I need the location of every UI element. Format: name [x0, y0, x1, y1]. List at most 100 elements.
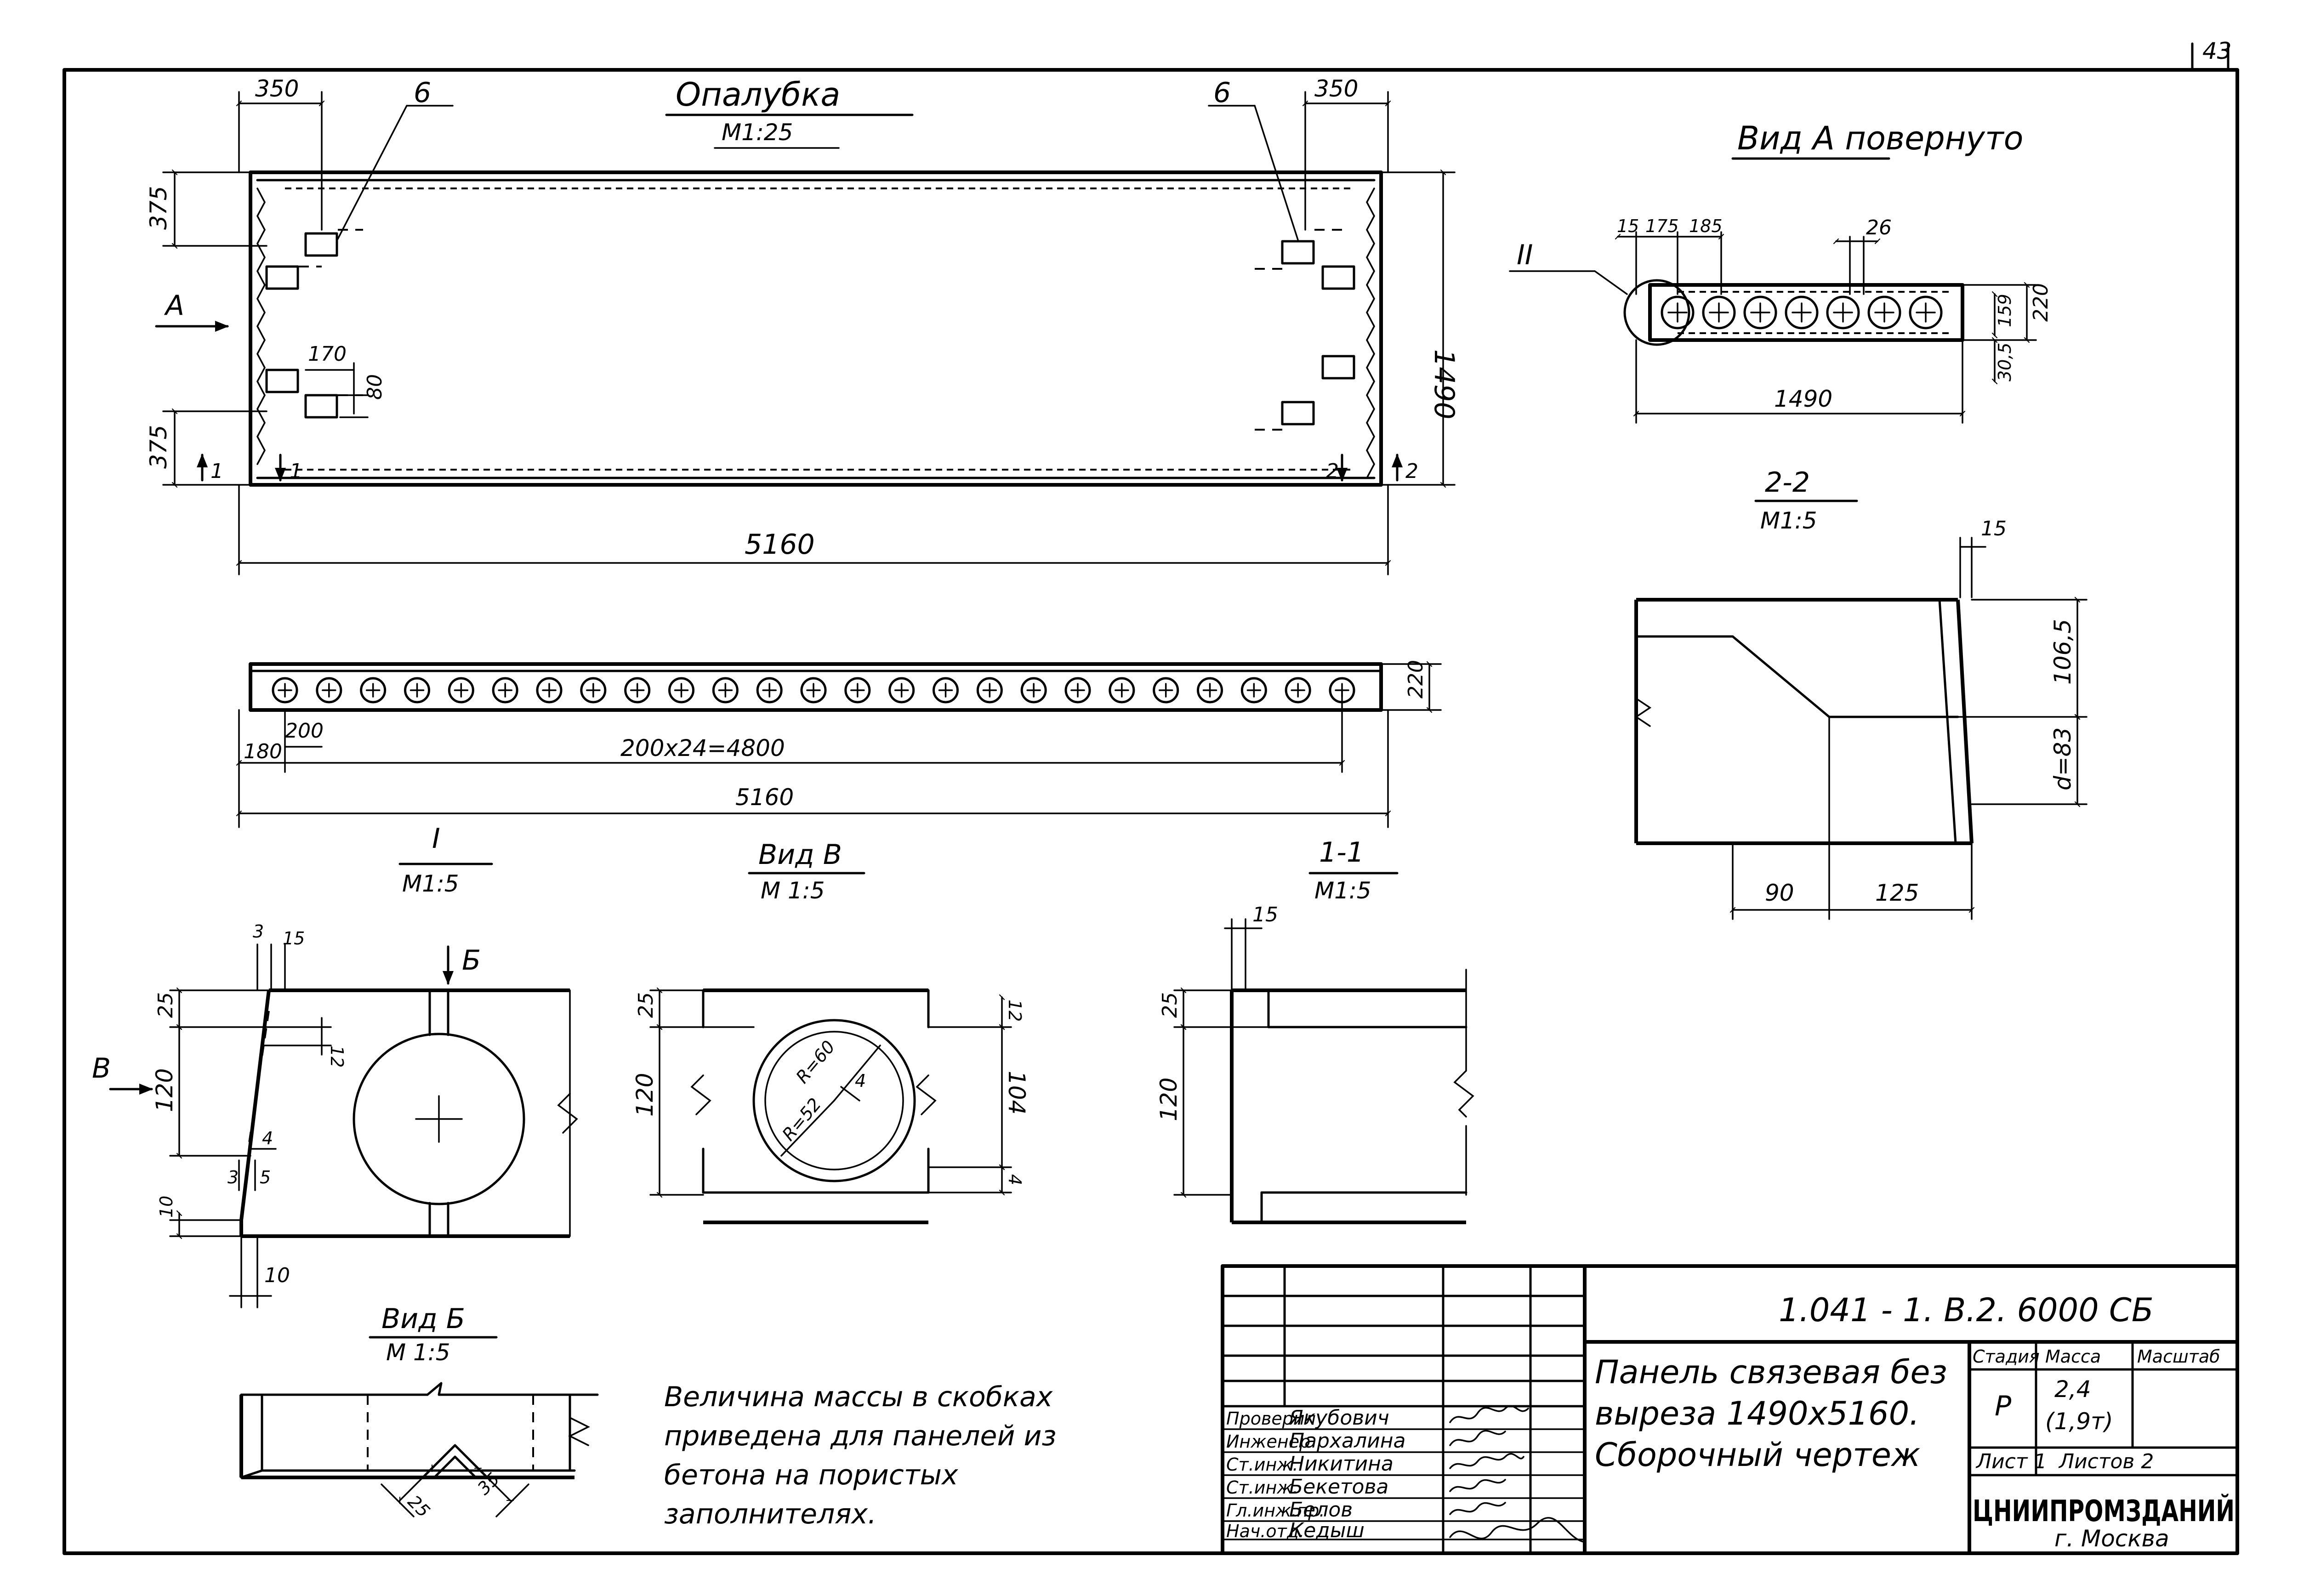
- elevation-hole: [712, 677, 739, 704]
- elevation-hole: [976, 677, 1003, 704]
- view-a-holes: [1661, 295, 1943, 329]
- elevation-hole: [580, 677, 607, 704]
- formwork-dim-left-lower: 375: [145, 425, 172, 469]
- formwork-item-right: 6: [1213, 77, 1231, 109]
- signer-role: Проверил: [1226, 1409, 1316, 1429]
- view-a-callout: II: [1517, 239, 1533, 271]
- elevation-hole: [360, 677, 387, 704]
- section-2-2-dim-upper: 106,5: [2049, 619, 2076, 685]
- formwork-item-left: 6: [414, 77, 431, 109]
- view-v-dim-rad2: R=52: [778, 1094, 825, 1145]
- section-2-2-dim-top: 15: [1981, 517, 2007, 540]
- view-a-dim-d3: 185: [1689, 216, 1723, 236]
- elevation-hole: [1197, 677, 1223, 704]
- view-a-hole: [1743, 295, 1777, 329]
- signer-name: Пархалина: [1289, 1429, 1405, 1453]
- view-a: Вид А повернуто II 15 175 185 26 220 159…: [1509, 119, 2053, 424]
- formwork-sec1-right: 1: [290, 460, 302, 483]
- elevation-dim-step: 200: [285, 719, 324, 743]
- detail-1-title: I: [432, 823, 440, 855]
- view-a-hole: [1661, 295, 1695, 329]
- formwork-dim-insert-h: 80: [363, 374, 387, 400]
- formwork-title: Опалубка: [676, 76, 840, 114]
- view-a-title: Вид А повернуто: [1737, 119, 2023, 157]
- view-v-dim-r1: 12: [1005, 1000, 1025, 1022]
- view-a-hole: [1867, 295, 1901, 329]
- note-line-1: Величина массы в скобках: [664, 1381, 1053, 1413]
- title-block-code: 1.041 - 1. В.2. 6000 СБ: [1779, 1291, 2154, 1329]
- note-line-4: заполнителях.: [664, 1498, 876, 1530]
- detail-1-dim-h2: 120: [151, 1068, 178, 1112]
- view-v-dim-r2: 104: [1003, 1071, 1030, 1114]
- note: Величина массы в скобках приведена для п…: [664, 1381, 1056, 1530]
- detail-1-dim-s1: 12: [327, 1045, 347, 1068]
- note-line-2: приведена для панелей из: [664, 1420, 1056, 1452]
- signer-name: Белов: [1289, 1498, 1353, 1522]
- view-a-dim-bottom: 30,5: [1995, 342, 2015, 381]
- view-a-hole: [1826, 295, 1860, 329]
- title-block-scale-label: Масштаб: [2137, 1346, 2220, 1367]
- view-v-dim-rad3: 4: [855, 1071, 866, 1091]
- view-a-hole: [1785, 295, 1819, 329]
- detail-1-scale: М1:5: [402, 870, 459, 897]
- view-a-hole: [1909, 295, 1943, 329]
- elevation-hole: [1240, 677, 1267, 704]
- formwork-dim-insert-w: 170: [308, 342, 347, 366]
- view-a-dim-top: 159: [1995, 294, 2015, 327]
- signer-role: Нач.отд.: [1226, 1521, 1304, 1541]
- formwork-plan: Опалубка М1:25 6 6: [145, 75, 1460, 575]
- title-block-stage-label: Стадия: [1973, 1346, 2040, 1367]
- view-a-dim-height: 220: [2029, 283, 2053, 322]
- title-block-title-2: выреза 1490х5160.: [1595, 1395, 1919, 1432]
- title-block-sheet: Лист 1: [1975, 1450, 2047, 1473]
- view-b-dim-d2: 35: [473, 1469, 503, 1499]
- title-block-mass-label: Масса: [2045, 1346, 2101, 1367]
- elevation-hole: [404, 677, 430, 704]
- signer-role: Ст.инж.: [1226, 1477, 1298, 1498]
- elevation-hole: [888, 677, 915, 704]
- section-1-1-scale: М1:5: [1314, 877, 1371, 904]
- section-2-2-scale: М1:5: [1760, 507, 1817, 534]
- view-v-scale: М 1:5: [761, 877, 825, 904]
- elevation-hole: [536, 677, 563, 704]
- elevation-dim-height: 220: [1404, 660, 1428, 699]
- view-a-dim-d4: 26: [1866, 216, 1892, 239]
- title-block-sheets: Листов 2: [2058, 1450, 2154, 1473]
- title-block: 1.041 - 1. В.2. 6000 СБ Панель связевая …: [1221, 1264, 2239, 1555]
- formwork-sec2-right: 2: [1405, 460, 1418, 483]
- elevation-hole: [933, 677, 959, 704]
- sheet-frame: [63, 42, 2239, 1555]
- note-line-3: бетона на пористых: [664, 1459, 958, 1491]
- elevation-holes: [272, 677, 1355, 704]
- elevation-dim-edge: 180: [244, 740, 282, 763]
- formwork-dim-left-upper: 375: [145, 186, 172, 230]
- title-block-organization: ЦНИИПРОМЗДАНИЙ: [1973, 1494, 2235, 1528]
- view-v-dim-r3: 4: [1005, 1174, 1025, 1185]
- view-b-dim-d1: 25: [404, 1491, 434, 1521]
- signer-name: Бекетова: [1289, 1475, 1388, 1499]
- section-2-2-dim-base1: 90: [1765, 880, 1794, 906]
- section-1-1-dim-top: 15: [1252, 903, 1278, 926]
- view-v-dim-rad1: R=60: [792, 1037, 839, 1087]
- view-a-dim-d1: 15: [1617, 216, 1639, 236]
- title-block-title-1: Панель связевая без: [1595, 1353, 1947, 1391]
- formwork-sec1-left: 1: [210, 460, 223, 483]
- elevation-hole: [756, 677, 783, 704]
- elevation: 220 180 200 200х24=4800 5160: [236, 660, 1442, 828]
- elevation-hole: [1153, 677, 1179, 704]
- signer-role: Ст.инж.: [1226, 1454, 1298, 1475]
- section-1-1: 1-1 М1:5 15 25 120: [1155, 836, 1474, 1224]
- signatures: [1449, 1405, 1584, 1543]
- view-a-dim-d2: 175: [1645, 216, 1679, 236]
- view-b-title: Вид Б: [381, 1303, 465, 1335]
- detail-1-dim-t2: 15: [283, 928, 305, 949]
- section-2-2-dim-base2: 125: [1875, 880, 1919, 906]
- signer-role: Инженер: [1226, 1431, 1310, 1452]
- elevation-hole: [1064, 677, 1091, 704]
- elevation-hole: [492, 677, 518, 704]
- title-block-mass-alt: (1,9т): [2045, 1408, 2113, 1435]
- section-1-1-dim-h2: 120: [1155, 1078, 1182, 1121]
- section-2-2-dim-lower: d=83: [2049, 727, 2076, 790]
- detail-1-dim-b2: 5: [260, 1167, 271, 1187]
- view-b-scale: М 1:5: [386, 1339, 450, 1366]
